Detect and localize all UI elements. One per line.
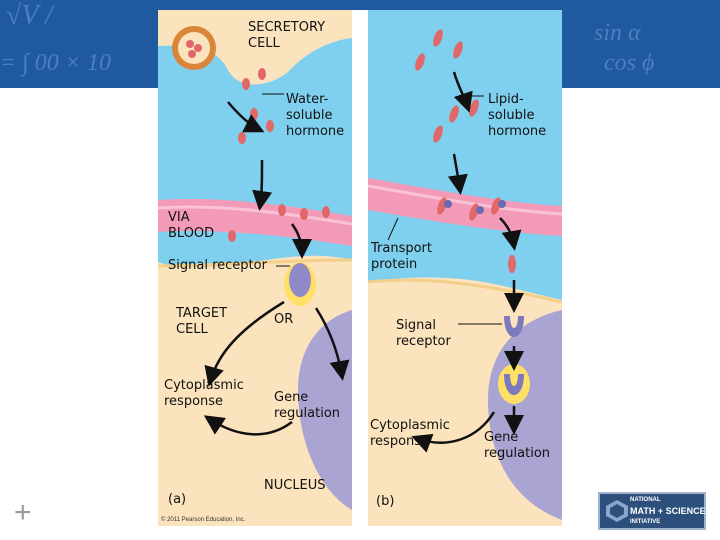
cytoplasmic-response-b-label: Cytoplasmic response — [370, 418, 450, 449]
gene-regulation-b-label: Gene regulation — [484, 430, 551, 461]
via-blood-label: VIA BLOOD — [168, 210, 215, 241]
nms-logo: NATIONAL MATH + SCIENCE INITIATIVE — [598, 492, 706, 530]
lipid-soluble-hormone-label: Lipid- soluble hormone — [488, 92, 547, 139]
transport-protein-label: Transport protein — [371, 241, 433, 272]
plus-icon: + — [14, 496, 32, 529]
cytoplasmic-response-a-label: Cytoplasmic response — [164, 378, 244, 409]
banner-formula-1: √V / — [6, 0, 53, 31]
banner-formula-4: cos ϕ — [604, 50, 655, 76]
panel-a-label: (a) — [168, 492, 187, 507]
banner-formula-3: sin α — [594, 20, 641, 46]
logo-line-1: NATIONAL — [630, 497, 661, 503]
logo-line-2: MATH + SCIENCE — [630, 506, 706, 516]
logo-mark-icon — [606, 500, 628, 522]
gene-regulation-a-label: Gene regulation — [274, 390, 341, 421]
or-label: OR — [274, 312, 294, 327]
figure-artwork — [158, 10, 562, 526]
logo-line-3: INITIATIVE — [630, 519, 661, 525]
secretory-cell-label: SECRETORY CELL — [248, 20, 326, 51]
signal-receptor-a-label: Signal receptor — [168, 258, 267, 273]
copyright-notice: © 2011 Pearson Education, Inc. — [161, 517, 246, 523]
target-cell-label: TARGET CELL — [176, 306, 228, 337]
signal-receptor-b-label: Signal receptor — [396, 318, 451, 349]
panel-b-label: (b) — [376, 494, 395, 509]
hormone-signaling-figure: SECRETORY CELL Water- soluble hormone Li… — [158, 10, 562, 526]
nucleus-label: NUCLEUS — [264, 478, 326, 493]
banner-formula-2: = ∫ 00 × 10 — [0, 50, 111, 76]
water-soluble-hormone-label: Water- soluble hormone — [286, 92, 345, 139]
